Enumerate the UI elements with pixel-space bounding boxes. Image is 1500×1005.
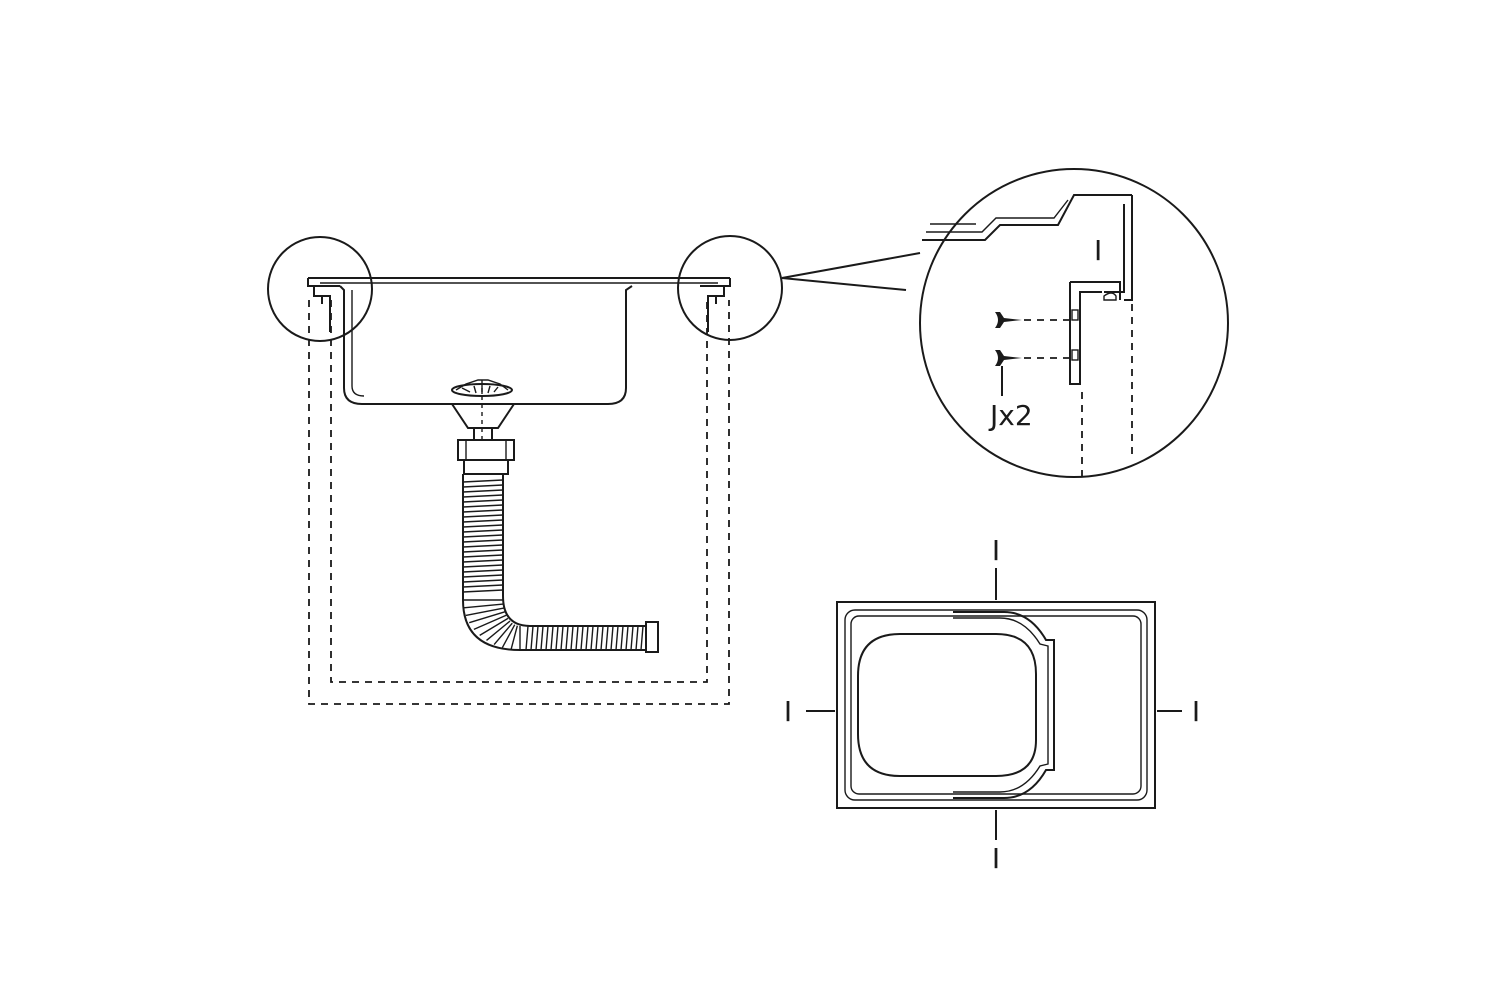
hose-rib xyxy=(479,617,509,636)
hose-rib xyxy=(462,494,504,498)
hose-rib xyxy=(462,559,504,563)
hose-rib xyxy=(555,625,559,651)
detail-circle-right xyxy=(677,235,783,341)
hose-rib xyxy=(545,625,549,651)
hose-rib xyxy=(486,620,511,641)
hose-rib xyxy=(462,574,504,578)
hose-rib xyxy=(565,625,569,651)
zoom-detail-circle xyxy=(919,168,1229,478)
hose-rib xyxy=(462,479,504,483)
hose-rib xyxy=(530,625,534,651)
hose-rib xyxy=(600,625,604,651)
hose-rib xyxy=(462,579,504,583)
hose-rib xyxy=(462,489,504,493)
hose-rib xyxy=(510,625,519,650)
hose-rib xyxy=(462,529,504,533)
hose-rib xyxy=(462,534,504,538)
sink-bowl xyxy=(339,285,633,405)
drain-hose xyxy=(462,474,659,653)
hose-rib xyxy=(462,519,504,523)
hose-rib xyxy=(620,625,624,651)
hose-rib xyxy=(540,625,544,651)
hose-rib xyxy=(462,564,504,568)
hose-rib xyxy=(462,499,504,503)
detail-marker-label: I xyxy=(1094,234,1102,267)
hose-rib xyxy=(462,524,504,528)
zoom-detail: Jx2 I xyxy=(781,168,1229,480)
hose-rib xyxy=(585,625,589,651)
hose-rib xyxy=(525,625,529,651)
hose-rib xyxy=(462,509,504,513)
hose-rib xyxy=(615,625,619,651)
hose-rib xyxy=(501,624,516,648)
hose-rib xyxy=(462,569,504,573)
sink-rim xyxy=(307,277,731,332)
hose-rib xyxy=(493,622,513,646)
hose-rib xyxy=(462,554,504,558)
hose-rib xyxy=(550,625,554,651)
hose-rib xyxy=(462,584,504,588)
hose-rib xyxy=(630,625,634,651)
marker-right-label: I xyxy=(1192,695,1200,728)
hose-rib xyxy=(635,625,639,651)
hose-rib xyxy=(462,544,504,548)
hose-rib xyxy=(560,625,564,651)
hose-rib xyxy=(590,625,594,651)
sink-plan-view: I I I I xyxy=(784,534,1200,875)
strainer xyxy=(451,379,515,441)
plan-bowl xyxy=(857,633,1037,777)
fastener-count-label: Jx2 xyxy=(988,399,1033,432)
screw-upper xyxy=(995,312,1070,328)
hose-rib xyxy=(625,625,629,651)
hose-rib xyxy=(469,611,506,624)
hose-rib xyxy=(462,484,504,488)
hose-rib xyxy=(595,625,599,651)
hose-rib xyxy=(640,625,644,651)
hose-rib xyxy=(462,589,504,593)
hose-rib xyxy=(465,607,504,617)
detail-circle-left xyxy=(267,236,373,342)
hose-rib xyxy=(610,625,614,651)
cabinet-outline xyxy=(308,300,730,705)
sink-section-view xyxy=(267,235,783,705)
hose-rib xyxy=(580,625,584,651)
hose-rib xyxy=(462,504,504,508)
hose-rib xyxy=(463,603,504,609)
hose-rib xyxy=(462,549,504,553)
hose-rib xyxy=(473,614,507,631)
waste-nut xyxy=(457,439,515,475)
hose-rib xyxy=(575,625,579,651)
hose-rib xyxy=(570,625,574,651)
marker-left-label: I xyxy=(784,695,792,728)
hose-rib xyxy=(535,625,539,651)
hose-rib xyxy=(462,514,504,518)
marker-top-label: I xyxy=(992,534,1000,567)
hose-rib xyxy=(462,539,504,543)
marker-bottom-label: I xyxy=(992,842,1000,875)
hose-rib xyxy=(605,625,609,651)
screw-lower xyxy=(995,350,1070,366)
